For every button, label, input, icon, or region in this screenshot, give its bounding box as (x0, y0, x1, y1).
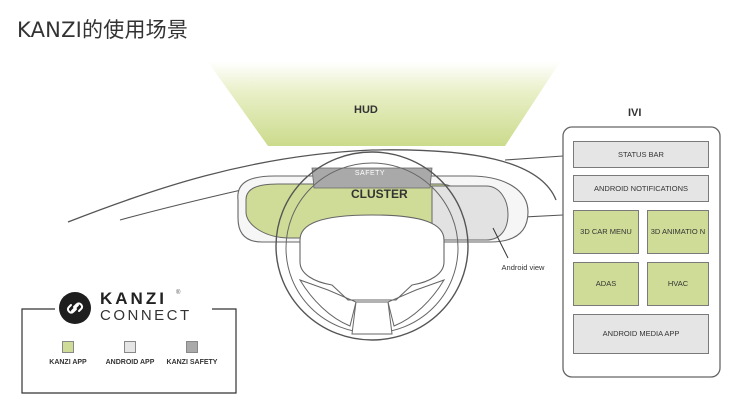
legend-swatch-kanzi-app (62, 341, 74, 353)
ivi-android-notifications: ANDROID NOTIFICATIONS (573, 175, 709, 202)
page-title: KANZI的使用场景 (17, 18, 189, 42)
ivi-label: IVI (628, 107, 642, 119)
steering-bottom-spoke (351, 301, 393, 335)
safety-strip (311, 167, 433, 189)
steering-cutout-right (387, 279, 446, 327)
ivi-hvac: HVAC (647, 262, 709, 306)
brand-connect: CONNECT (100, 307, 192, 324)
legend-android-app: ANDROID APP (100, 341, 160, 367)
legend-label-kanzi-app: KANZI APP (49, 359, 87, 366)
ivi-adas: ADAS (573, 262, 639, 306)
ivi-3d-car-menu: 3D CAR MENU (573, 210, 639, 254)
steering-wheel-outer (275, 151, 469, 341)
android-view-area (431, 185, 509, 241)
hud-label: HUD (354, 104, 378, 116)
legend-frame (21, 308, 237, 394)
legend-label-kanzi-safety: KANZI SAFETY (166, 359, 218, 366)
ivi-android-media-app: ANDROID MEDIA APP (573, 314, 709, 354)
steering-cutout-left (298, 279, 357, 327)
ivi-3d-animation: 3D ANIMATIO N (647, 210, 709, 254)
windshield-right-line (504, 155, 564, 161)
ivi-status-bar: STATUS BAR (573, 141, 709, 168)
cluster-label: CLUSTER (351, 187, 408, 201)
dashboard-top-line (67, 149, 557, 223)
steering-hub (299, 214, 445, 301)
legend-kanzi-app: KANZI APP (38, 341, 98, 367)
hud-projection (208, 62, 560, 146)
android-view-label: Android view (501, 263, 545, 272)
brand-kanzi: KANZI (100, 289, 167, 308)
legend-label-android-app: ANDROID APP (105, 359, 155, 366)
brand-trademark: ® (176, 290, 181, 296)
safety-label: SAFETY (354, 170, 386, 177)
android-view-pointer (492, 227, 509, 259)
legend-swatch-kanzi-safety (186, 341, 198, 353)
kanzi-link-icon (59, 292, 91, 324)
dashboard-left-line (119, 187, 251, 221)
legend-swatch-android-app (124, 341, 136, 353)
legend-kanzi-safety: KANZI SAFETY (162, 341, 222, 367)
